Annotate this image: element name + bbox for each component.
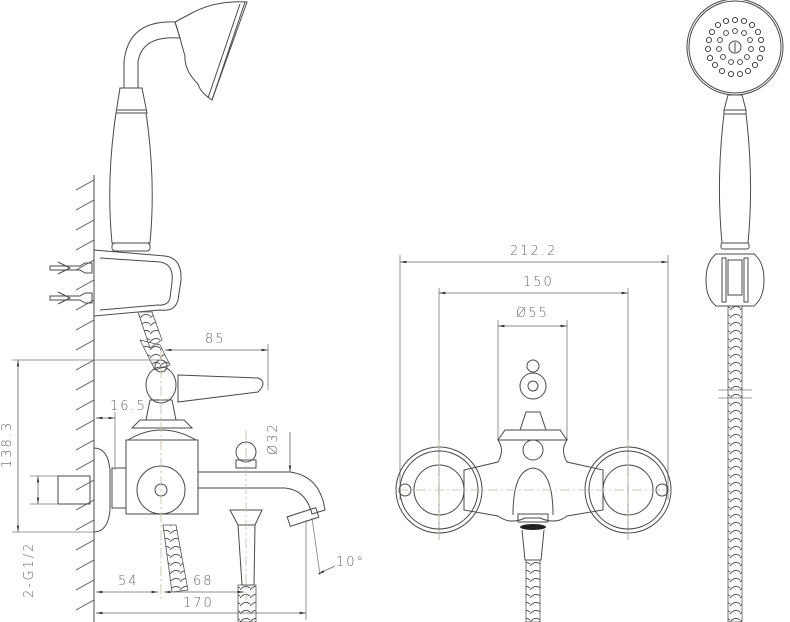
hose-upper bbox=[137, 311, 163, 349]
handshower-neck bbox=[123, 21, 181, 88]
dim-flange-diameter: Ø55 bbox=[516, 306, 549, 321]
wall-anchor-icon bbox=[49, 261, 93, 305]
handshower-front-view bbox=[686, 0, 784, 622]
dim-height: 138.3 bbox=[0, 420, 15, 468]
hose-lower-left bbox=[162, 524, 189, 593]
dim-body-to-outlet: 68 bbox=[193, 574, 214, 589]
spout bbox=[198, 471, 326, 515]
dim-centers: 150 bbox=[523, 275, 554, 290]
handshower-holder bbox=[93, 249, 182, 317]
handshower-handle bbox=[109, 112, 153, 244]
mixer-body-front bbox=[463, 439, 604, 522]
lever-handle bbox=[177, 374, 264, 403]
mixer-body-side bbox=[57, 359, 326, 586]
dim-wall-to-body: 54 bbox=[118, 574, 139, 589]
handshower-bracket-front bbox=[705, 253, 765, 307]
dim-handle-reach: 85 bbox=[205, 332, 226, 347]
handshower-handle-front bbox=[718, 113, 752, 244]
handshower-head-side bbox=[174, 1, 248, 101]
dim-inlet-thread: 2-G1/2 bbox=[22, 541, 37, 598]
side-view bbox=[12, 1, 336, 622]
dim-overall-width: 212.2 bbox=[510, 244, 558, 259]
hose-lower-right bbox=[237, 584, 257, 622]
hose-front-right bbox=[727, 305, 743, 622]
wall-hatching bbox=[75, 175, 95, 622]
dim-offset: 16.5 bbox=[110, 399, 147, 414]
hose-front bbox=[525, 559, 541, 622]
dim-spout-angle: 10° bbox=[336, 555, 366, 570]
dim-spout-diameter: Ø32 bbox=[266, 422, 281, 455]
front-view bbox=[395, 255, 672, 622]
dim-total-projection: 170 bbox=[183, 596, 214, 611]
spray-nozzles bbox=[704, 16, 766, 78]
